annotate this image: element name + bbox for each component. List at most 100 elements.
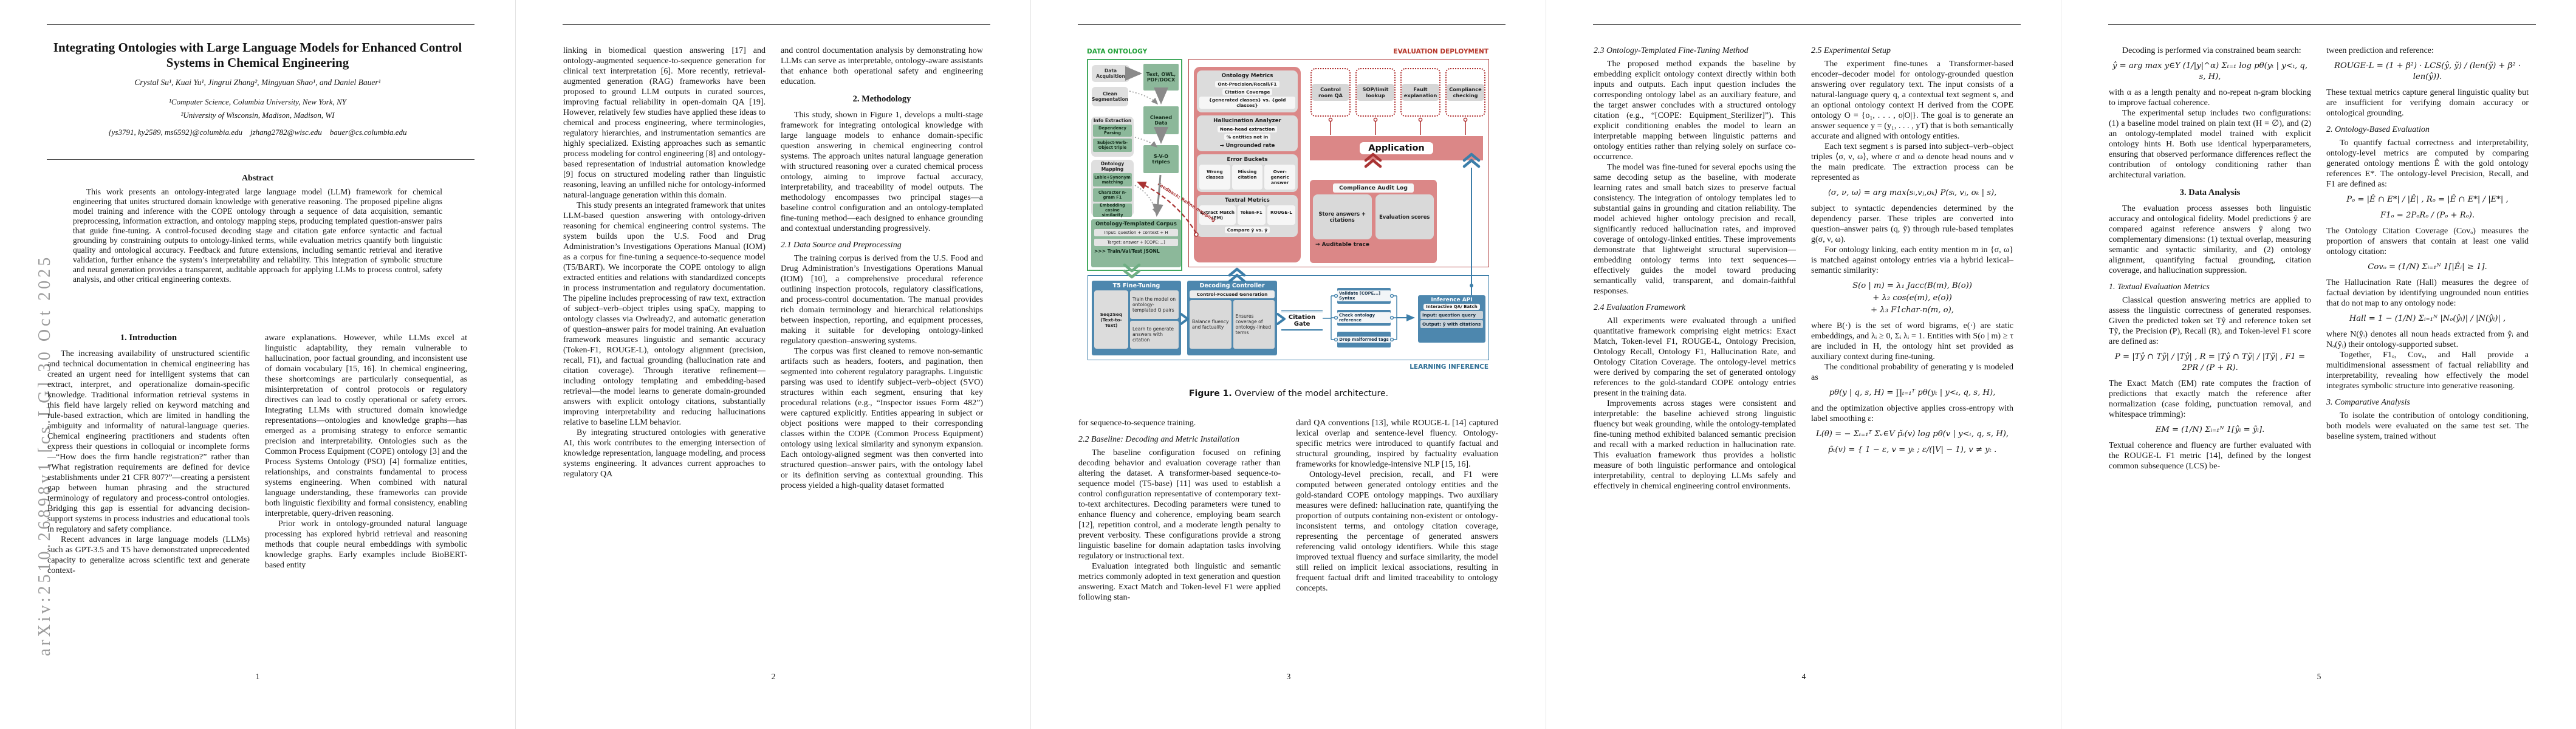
paragraph: The training corpus is derived from the … (781, 254, 983, 346)
equation-similarity-1: S(o | m) = λ₁ Jacc(B(m), B(o)) (1852, 281, 1972, 290)
subsection-heading-2-3: 2.3 Ontology-Templated Fine-Tuning Metho… (1594, 46, 1749, 55)
paragraph: Recent advances in large language models… (47, 535, 250, 575)
paragraph: For ontology linking, each entity mentio… (1811, 245, 2013, 275)
learning-inference-label: LEARNING INFERENCE (1410, 363, 1488, 371)
page2-left-column: linking in biomedical question answering… (563, 46, 766, 479)
paragraph: All experiments were evaluated through a… (1594, 317, 1796, 398)
paragraph: where B(·) is the set of word bigrams, e… (1811, 321, 2013, 361)
paragraph: The experimental setup includes two conf… (2109, 109, 2311, 180)
paragraph: The evaluation process assesses both lin… (2109, 204, 2311, 275)
compliance-checking-label: Compliance checking (1447, 84, 1484, 101)
citation-gate-label: Citation Gate (1281, 310, 1323, 331)
clean-segmentation-box: Clean Segmentation (1092, 87, 1128, 106)
paragraph: The experiment fine-tunes a Transformer-… (1811, 60, 2013, 141)
hallucination-analyzer-title: Hallucination Analyzer (1213, 118, 1281, 124)
paragraph: Together, F1ₒ, Covₒ, and Hall provide a … (2326, 351, 2529, 391)
paragraph: By integrating structured ontologies wit… (563, 428, 766, 479)
compare-pill: Compare ŷ vs. ȳ (1224, 227, 1270, 233)
subsection-heading-2-2: 2.2 Baseline: Decoding and Metric Instal… (1078, 435, 1240, 444)
metrics-panel: Ontology Metrics Ont-Precision/Recall/F1… (1194, 67, 1301, 262)
paragraph: This study, shown in Figure 1, develops … (781, 111, 983, 233)
author-emails: {ys3791, ky2589, ms6592}@columbia.edu jz… (108, 128, 407, 137)
paragraph: The increasing availability of unstructu… (47, 349, 250, 534)
page-number: 5 (2317, 672, 2321, 681)
api-output-row: Output: ŷ with citations (1420, 320, 1483, 328)
subsection-heading-2-1: 2.1 Data Source and Preprocessing (781, 241, 902, 250)
validate-syntax-label: Validate [COPE...] Syntax (1337, 290, 1391, 301)
corpus-jsonl-line: >>> Train/Val/Test JSONL (1094, 248, 1160, 254)
page1-left-column: 1. Introduction The increasing availabil… (47, 333, 250, 576)
fault-explanation-box: Fault explanation (1400, 68, 1440, 117)
authors-line: Crystal Su¹, Kuai Yu¹, Jingrui Zhang², M… (134, 78, 381, 87)
equation-label-smoothing: p̃ₜ(v) = { 1 − ε, v = yₜ ; ε/(|V| − 1), … (1828, 445, 1997, 454)
ontology-mapping-panel: Ontology Mapping Lable+Synonym matching … (1091, 160, 1134, 217)
section-heading-data-analysis: 3. Data Analysis (2179, 188, 2241, 197)
paragraph: The corpus was first cleaned to remove n… (781, 347, 983, 490)
equation-similarity-3: + λ₃ F1char-n(m, o), (1871, 306, 1954, 315)
svo-triple-chip: Subject-Verb-Object triple (1093, 139, 1132, 152)
abstract-heading: Abstract (241, 174, 274, 183)
page-1: arXiv:2510.26898v1 [cs.LG] 30 Oct 2025 I… (0, 0, 515, 729)
token-f1-cell: Token-F1 (1237, 205, 1266, 225)
paragraph: subject to syntactic dependencies determ… (1811, 204, 2013, 244)
paragraph: The baseline configuration focused on re… (1078, 448, 1281, 561)
paragraph: Each text segment s is parsed into subje… (1811, 142, 2013, 182)
corpus-input-chip: Input: question + context + H (1094, 229, 1178, 236)
equation-loss: L(θ) = − Σₜ₌₁ᵀ Σᵥ∈V p̃ₜ(v) log pθ(v | y<… (1815, 430, 2009, 439)
subsection-heading-textual-metrics: 1. Textual Evaluation Metrics (2109, 282, 2210, 292)
wrong-classes-cell: Wrong classes (1199, 165, 1230, 190)
page-number: 3 (1286, 672, 1291, 681)
equation-ontology-pr: Pₒ = |Ê ∩ E*| / |Ê| , Rₒ = |Ê ∩ E*| / |E… (2346, 195, 2509, 204)
compliance-checking-box: Compliance checking (1445, 68, 1485, 117)
application-label: Application (1360, 142, 1433, 154)
error-buckets-group: Error Buckets Wrong classes Missing cita… (1197, 154, 1298, 192)
subsection-heading-comparative-analysis: 3. Comparative Analysis (2326, 398, 2410, 407)
over-generic-cell: Over-generic answer (1264, 165, 1296, 190)
subsection-heading-ontology-evaluation: 2. Ontology-Based Evaluation (2326, 125, 2430, 134)
ensures-coverage-chip: Ensures coverage of ontology-linked term… (1233, 300, 1275, 349)
hallucination-analyzer-group: Hallucination Analyzer None-head extract… (1197, 115, 1298, 151)
page-2: linking in biomedical question answering… (515, 0, 1030, 729)
figure-caption-text: Overview of the model architecture. (1231, 389, 1389, 399)
sop-limit-lookup-label: SOP/limit lookup (1357, 84, 1394, 101)
paragraph: The Ontology Citation Coverage (Covₒ) me… (2326, 227, 2529, 256)
paragraph: The model was fine-tuned for several epo… (1594, 163, 1796, 296)
sop-limit-lookup-box: SOP/limit lookup (1355, 68, 1396, 117)
evaluation-scores-box: Evaluation scores (1375, 194, 1434, 239)
svo-triples-box: S-V-O triples (1143, 145, 1179, 173)
page4-left-column: 2.3 Ontology-Templated Fine-Tuning Metho… (1594, 46, 1796, 491)
equation-precision-recall-f1: P = |Tŷ ∩ Tỹ| / |Tŷ| , R = |Tŷ ∩ Tỹ| / |… (2114, 352, 2306, 372)
evaluation-deployment-label: EVALUATION DEPLOYMENT (1393, 48, 1488, 55)
embedding-cosine-chip: Embedding cosine similarity (1093, 203, 1132, 217)
paragraph: Decoding is performed via constrained be… (2122, 46, 2301, 55)
paragraph: These textual metrics capture general li… (2326, 88, 2529, 118)
subsection-heading-2-4: 2.4 Evaluation Framework (1594, 303, 1686, 312)
paragraph: Improvements across stages were consiste… (1594, 399, 1796, 491)
learn-generate-chip: Learn to generate answers with citation (1130, 320, 1179, 349)
label-synonym-chip: Lable+Synonym matching (1093, 173, 1132, 187)
text-owl-box: Text, OWL, PDF/DOCX (1143, 64, 1179, 91)
seq2seq-chip: Seq2Seq (Text-to-Text) (1094, 290, 1128, 349)
decoding-controller-box: Decoding Controller Control-Focused Gene… (1187, 281, 1277, 355)
compliance-audit-log-panel: Compliance Audit Log Store answers + cit… (1310, 180, 1437, 263)
control-room-qa-box: Control room QA (1310, 68, 1351, 117)
page-5: Decoding is performed via constrained be… (2061, 0, 2576, 729)
header-rule (47, 24, 474, 25)
inference-api-title: Inference API (1431, 297, 1473, 303)
application-bar: Application (1310, 136, 1483, 160)
ont-prf-pill: Ont-Precision/Recall/F1 (1215, 81, 1279, 87)
figure-caption-label: Figure 1. (1188, 389, 1232, 399)
paragraph: The conditional probability of generatin… (1811, 363, 2013, 382)
paragraph: linking in biomedical question answering… (563, 46, 766, 200)
section-heading-introduction: 1. Introduction (120, 333, 177, 343)
paragraph: tween prediction and reference: (2326, 46, 2434, 55)
evaluation-panel (1188, 59, 1489, 267)
t5-fine-tuning-box: T5 Fine-Tuning Seq2Seq (Text-to-Text) Tr… (1092, 281, 1181, 355)
page-number: 4 (1801, 672, 1806, 681)
paragraph: To isolate the contribution of ontology … (2326, 411, 2529, 441)
generated-vs-gold-pill: {generated classes} vs. {gold classes} (1199, 97, 1295, 109)
paragraph: where N(ŷᵢ) denotes all noun heads extra… (2326, 330, 2529, 349)
corpus-title: Ontology-Templated Corpus (1095, 221, 1177, 227)
train-model-chip: Train the model on ontology-templated Q … (1130, 290, 1179, 319)
